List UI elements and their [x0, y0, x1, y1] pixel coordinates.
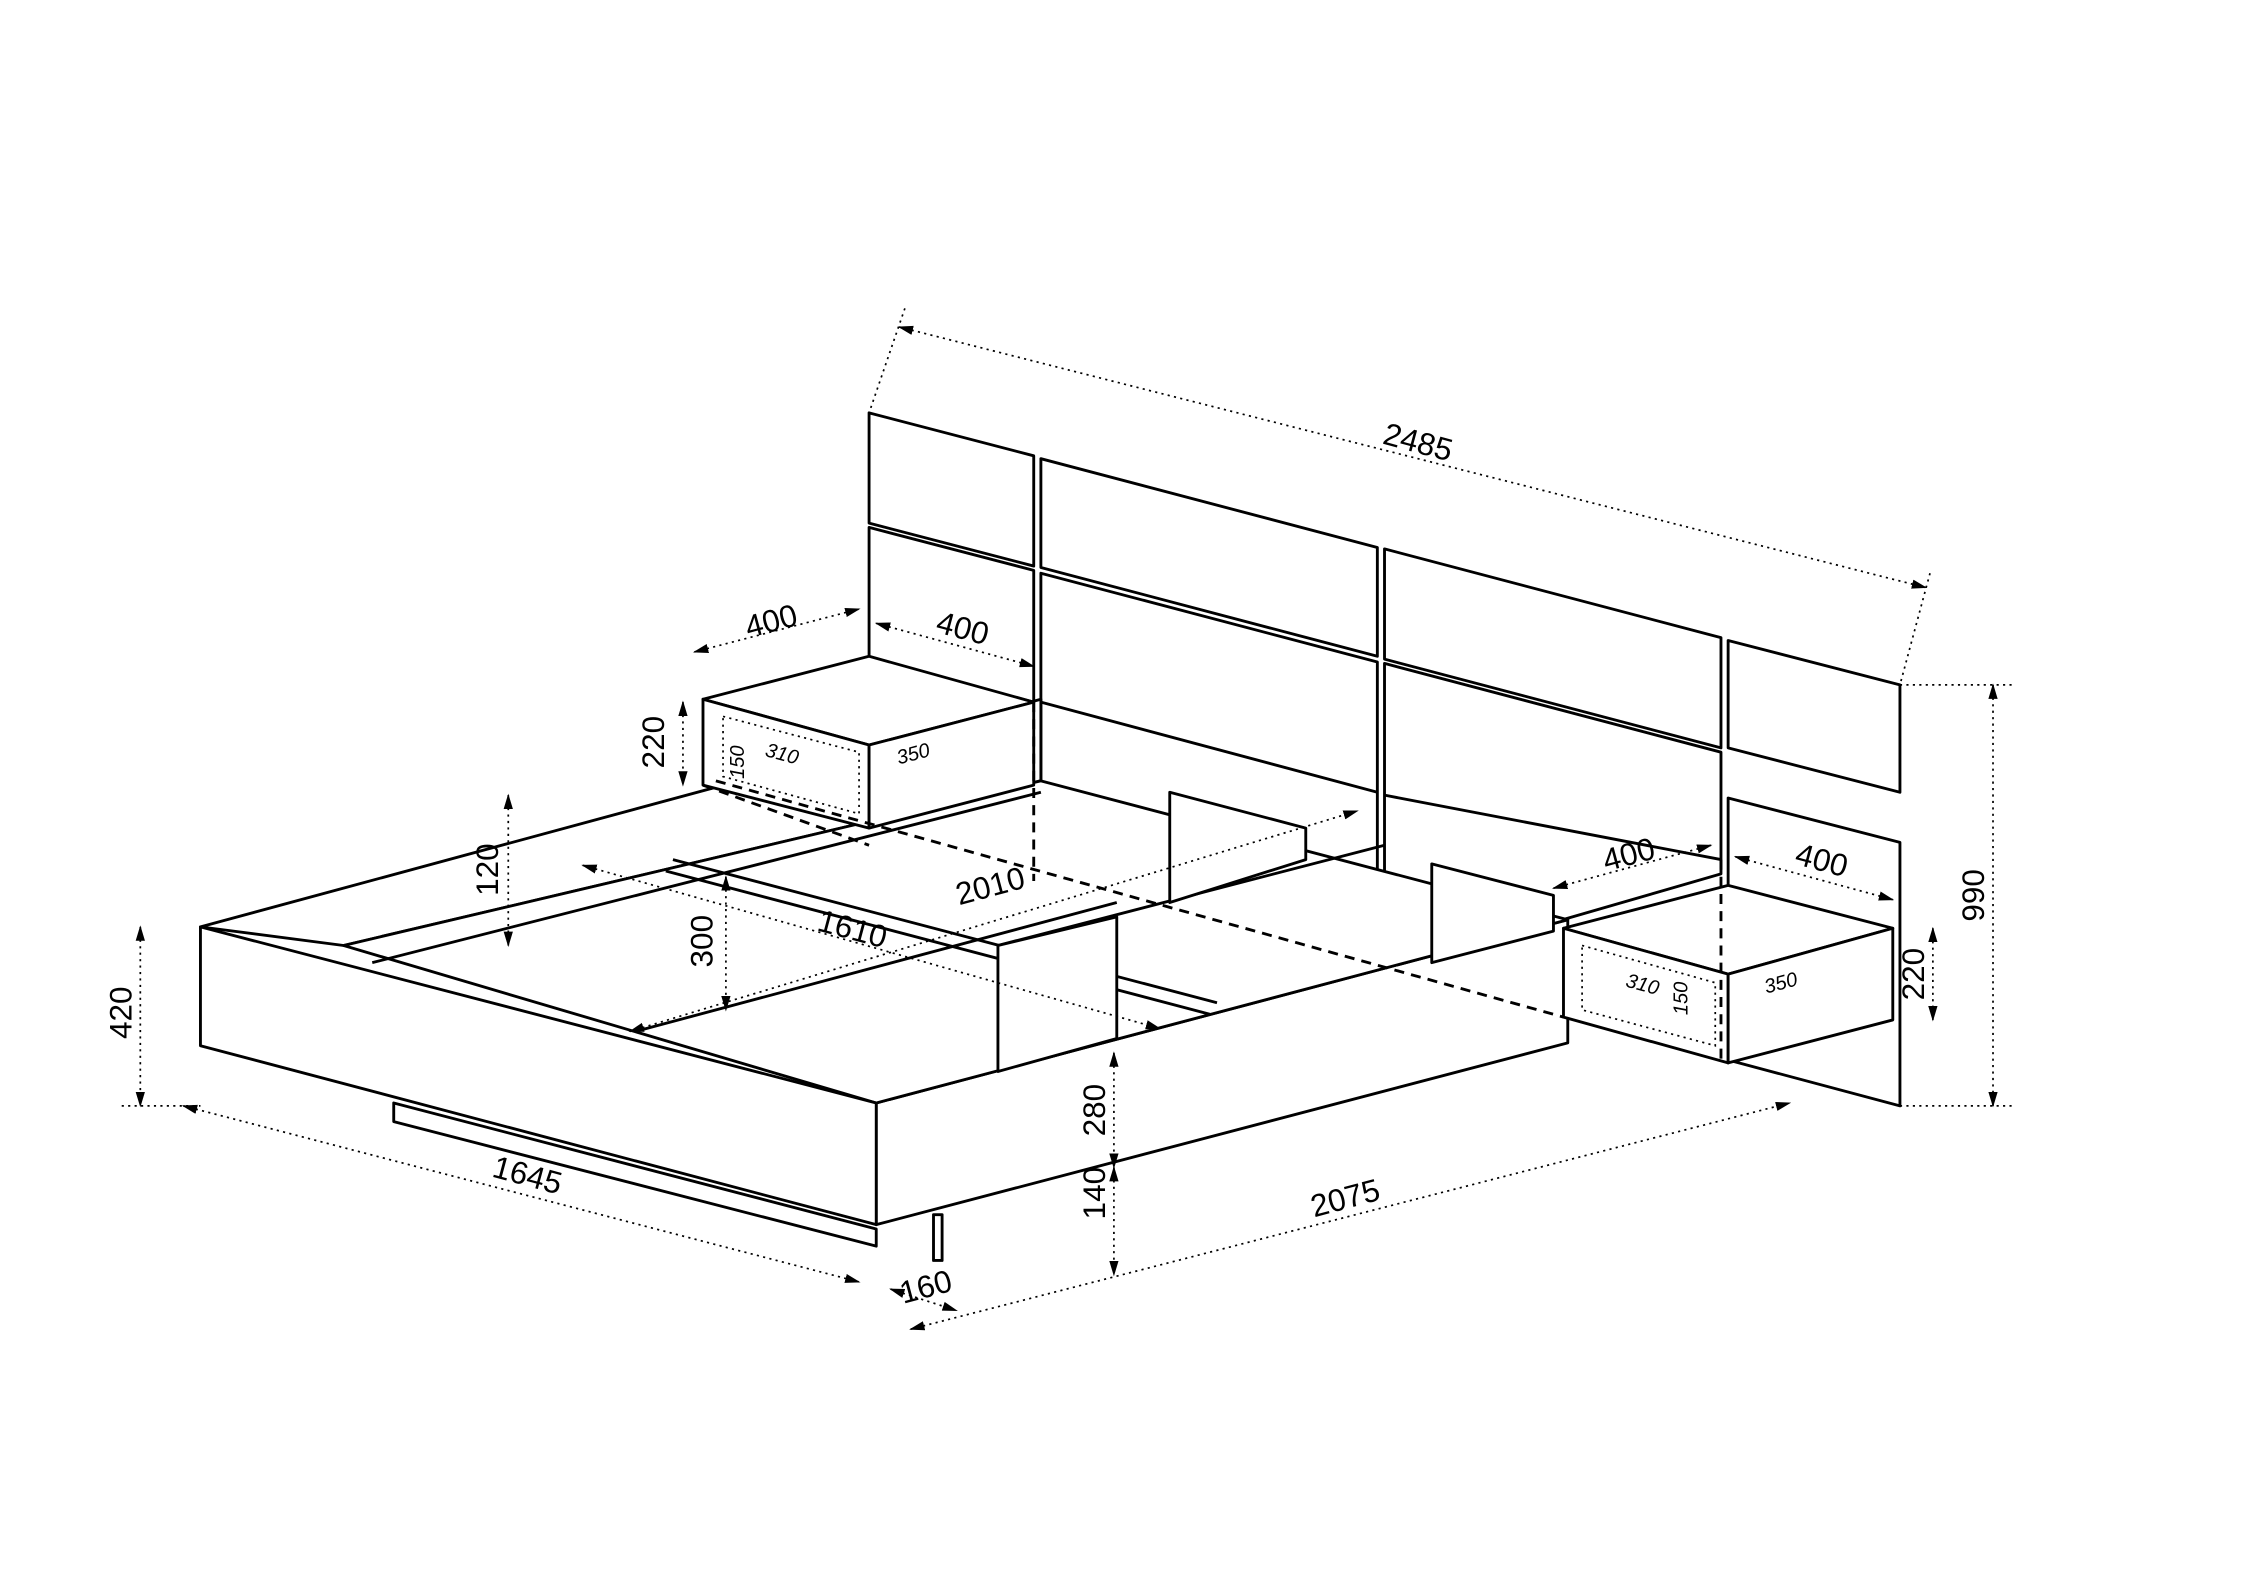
dim-label-frame-rail-height: 120	[469, 843, 505, 896]
leg	[932, 1213, 944, 1262]
dim-label-clearance-height: 140	[1076, 1167, 1112, 1220]
dim-label-left-nightstand-depth: 400	[741, 597, 801, 645]
dim-label-inner-depth: 300	[684, 915, 720, 968]
dim-label-headboard-width: 2485	[1380, 415, 1457, 468]
dim-label-right-nightstand-height: 220	[1895, 948, 1931, 1001]
right-nightstand	[1562, 859, 1895, 1065]
dim-label-side-height: 280	[1076, 1084, 1112, 1137]
dimension-lines	[121, 308, 2012, 1331]
dim-label-headboard-height: 990	[1955, 869, 1991, 922]
dim-label-leg-setback: 160	[896, 1262, 956, 1310]
dim-label-right-drawer-height: 150	[1671, 982, 1693, 1015]
dim-extension	[868, 308, 906, 414]
nightstand-side	[867, 700, 1036, 830]
headboard-panel	[1383, 547, 1723, 750]
dim-line	[1733, 855, 1895, 901]
dim-label-left-drawer-height: 150	[727, 746, 749, 779]
dim-line	[874, 622, 1036, 668]
dim-line	[692, 608, 861, 653]
left-nightstand	[701, 654, 1036, 882]
dim-line	[628, 810, 1359, 1033]
headboard-panel-edge	[1040, 700, 1378, 794]
drawer-outline	[1581, 944, 1717, 1047]
dim-label-left-nightstand-height: 220	[635, 716, 671, 769]
dim-line	[181, 1104, 861, 1283]
dim-label-overall-length: 2075	[1307, 1171, 1384, 1224]
dim-line	[1551, 844, 1713, 890]
dim-extension	[1899, 573, 1931, 686]
dim-label-frame-height: 420	[102, 987, 138, 1040]
nightstand-side	[1726, 926, 1895, 1065]
inner-board	[1430, 862, 1555, 965]
dim-line	[897, 325, 1928, 589]
headboard-panel	[1726, 639, 1902, 794]
